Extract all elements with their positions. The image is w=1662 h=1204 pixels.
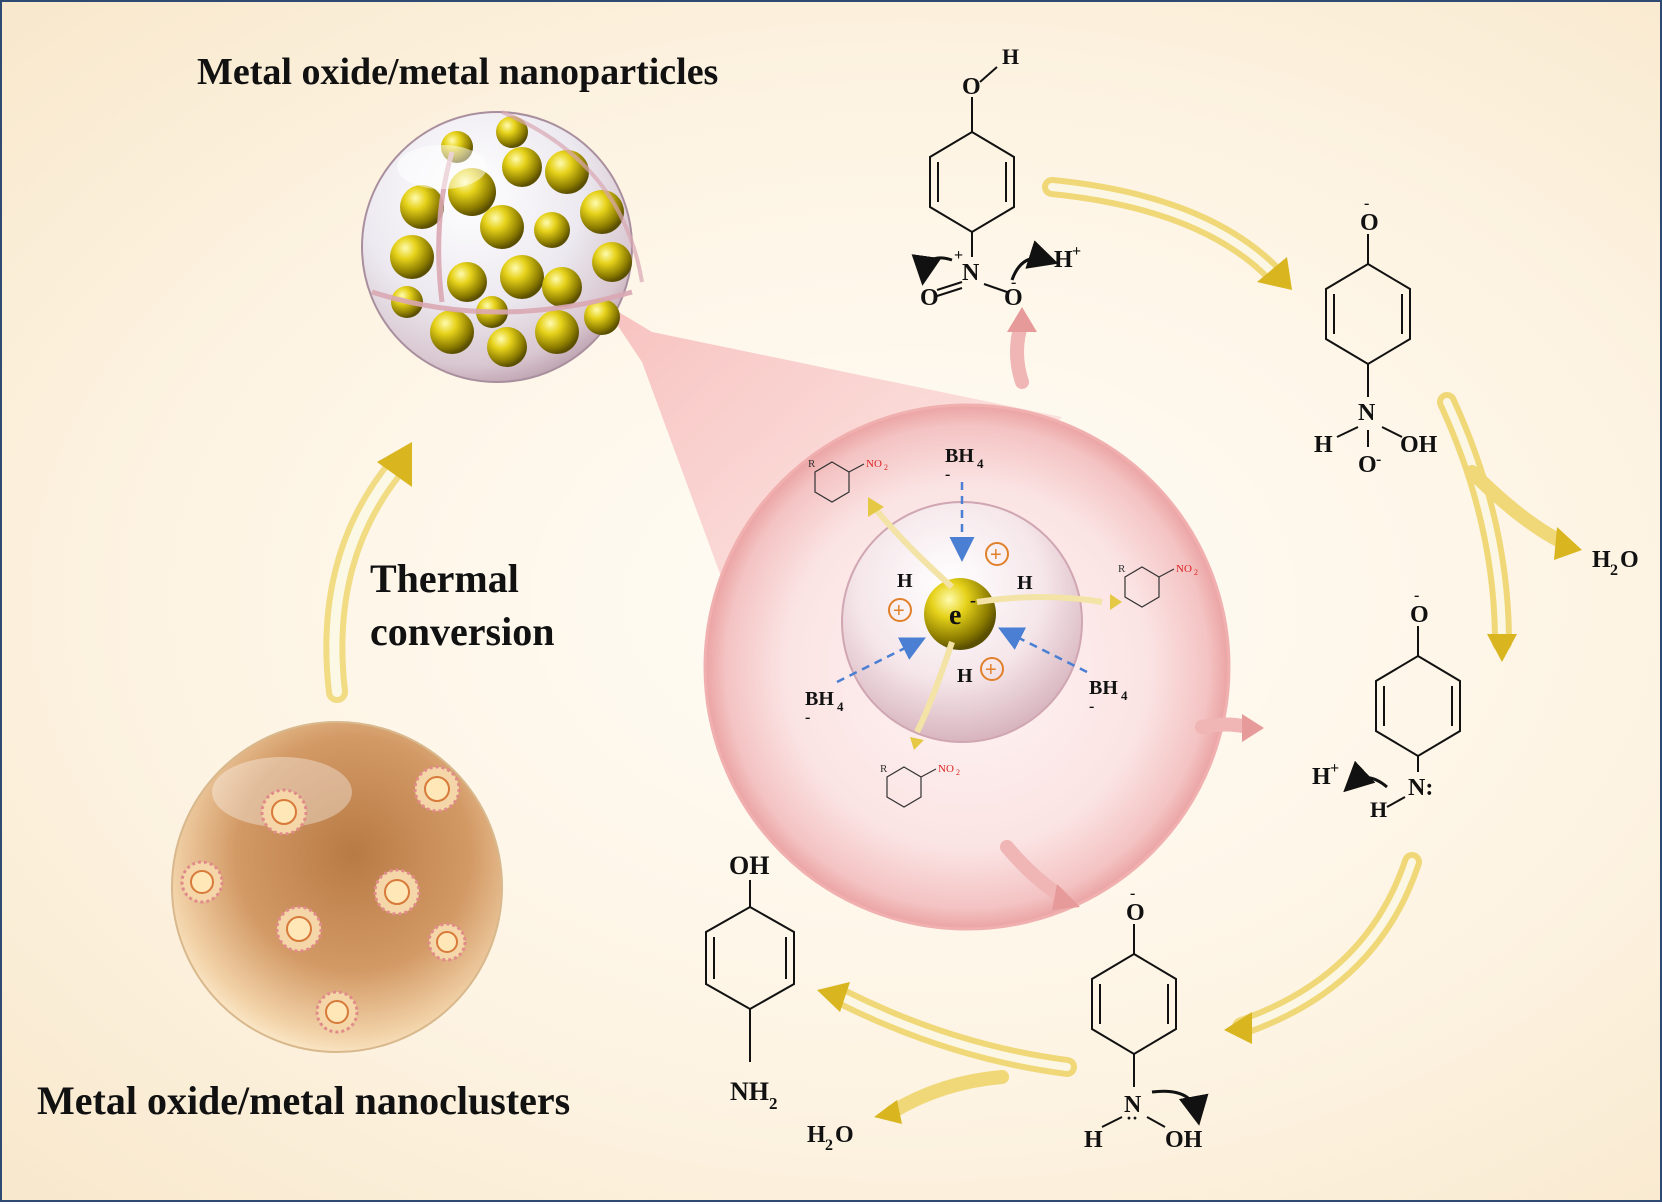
svg-text:-: - <box>945 466 950 483</box>
svg-text:N: N <box>1124 1092 1142 1118</box>
halo-arrows <box>1000 307 1264 910</box>
svg-text:H: H <box>1312 764 1331 790</box>
svg-text:OH: OH <box>729 851 769 880</box>
svg-text:O: O <box>1358 452 1377 478</box>
svg-text:2: 2 <box>1194 568 1198 577</box>
svg-text:N: N <box>1358 400 1376 426</box>
svg-text:O: O <box>1126 900 1145 926</box>
molecule-intermediate-3: O - N ·· H OH <box>1084 885 1209 1153</box>
svg-text:OH: OH <box>1400 432 1438 458</box>
bh4-bottom-right: BH 4 - <box>998 627 1128 715</box>
svg-text:+: + <box>893 600 905 622</box>
svg-text:+: + <box>1072 243 1081 260</box>
positive-charge-2: + <box>888 598 912 622</box>
svg-text:OH: OH <box>1165 1127 1203 1153</box>
svg-text:N: N <box>962 260 980 286</box>
svg-text:-: - <box>1011 274 1016 291</box>
svg-text:BH: BH <box>1089 677 1118 699</box>
molecule-intermediate-1: O - N H OH O - H 2 O <box>1314 195 1639 579</box>
cycle-arrows <box>817 177 1582 1124</box>
svg-text:H: H <box>1370 797 1387 822</box>
bh4-top: BH 4 - <box>945 445 984 562</box>
svg-text:O: O <box>1360 210 1379 236</box>
svg-text:NH: NH <box>730 1077 769 1106</box>
svg-text:-: - <box>1130 885 1135 902</box>
svg-text:-: - <box>805 709 810 726</box>
molecule-nitrophenol: O H N + O O - H + <box>911 44 1081 311</box>
svg-text:R: R <box>1118 563 1126 575</box>
svg-text:N:: N: <box>1408 775 1433 801</box>
svg-text:H: H <box>1592 547 1611 573</box>
svg-text:+: + <box>990 544 1002 566</box>
svg-text:O: O <box>920 285 939 311</box>
svg-text:NO: NO <box>938 763 954 775</box>
svg-text:O: O <box>835 1122 854 1148</box>
svg-text:H: H <box>1054 247 1073 273</box>
thermal-conversion-arrow <box>323 442 412 703</box>
svg-text:4: 4 <box>977 456 984 471</box>
svg-text:BH: BH <box>945 445 974 467</box>
svg-text:2: 2 <box>1610 562 1618 579</box>
svg-text:-: - <box>1089 698 1094 715</box>
nanoclusters-title: Metal oxide/metal nanoclusters <box>37 1078 570 1123</box>
svg-text:+: + <box>1330 760 1339 777</box>
svg-text:H: H <box>1002 44 1019 69</box>
svg-text:-: - <box>1376 451 1381 468</box>
svg-text:H: H <box>1084 1127 1103 1153</box>
svg-text:4: 4 <box>837 699 844 714</box>
electron-sup: - <box>970 590 976 610</box>
svg-text:BH: BH <box>805 688 834 710</box>
molecule-intermediate-2: O - N: H H + <box>1312 587 1461 822</box>
electron-label: e <box>949 600 961 631</box>
svg-text:H: H <box>807 1122 826 1148</box>
svg-text:O: O <box>962 74 981 100</box>
gold-nanoparticles <box>390 116 632 367</box>
svg-text:O: O <box>1410 602 1429 628</box>
substrate-right: R NO 2 <box>1118 563 1198 608</box>
bh4-bottom-left: BH 4 - <box>805 637 926 726</box>
svg-text:-: - <box>1364 195 1369 212</box>
svg-text:2: 2 <box>825 1137 833 1154</box>
nanocluster-particles <box>180 765 467 1034</box>
svg-text:R: R <box>808 458 816 470</box>
svg-text:+: + <box>985 659 997 681</box>
hydride-h1: H <box>897 570 913 592</box>
substrate-bottom: R NO 2 <box>880 763 960 808</box>
nanoparticle-sphere <box>361 110 644 383</box>
positive-charge-3: + <box>980 657 1004 681</box>
positive-charge-1: + <box>985 542 1009 566</box>
water-bottom: H 2 O <box>807 1122 854 1154</box>
svg-text:4: 4 <box>1121 688 1128 703</box>
svg-text:-: - <box>1414 587 1419 604</box>
svg-text:H: H <box>1314 432 1333 458</box>
substrate-top-left: R NO 2 <box>808 458 888 503</box>
hydride-h3: H <box>957 665 973 687</box>
thermal-label-line2: conversion <box>370 609 554 654</box>
svg-text:2: 2 <box>884 463 888 472</box>
svg-text:O: O <box>1620 547 1639 573</box>
hydride-h2: H <box>1017 572 1033 594</box>
svg-text:+: + <box>954 247 963 264</box>
svg-text:R: R <box>880 763 888 775</box>
molecule-aminophenol: OH NH 2 <box>705 851 795 1113</box>
svg-text:NO: NO <box>1176 563 1192 575</box>
catalyst-halo: e - H H H + + + BH 4 - <box>703 403 1231 931</box>
nanoparticles-title: Metal oxide/metal nanoparticles <box>197 51 718 93</box>
thermal-label-line1: Thermal <box>370 556 519 601</box>
svg-text:NO: NO <box>866 458 882 470</box>
svg-text:O: O <box>1004 285 1023 311</box>
svg-text:2: 2 <box>769 1094 778 1113</box>
svg-text:··: ·· <box>1126 1108 1138 1128</box>
svg-text:2: 2 <box>956 768 960 777</box>
metal-core <box>924 578 996 650</box>
nanocluster-sphere <box>171 721 503 1053</box>
